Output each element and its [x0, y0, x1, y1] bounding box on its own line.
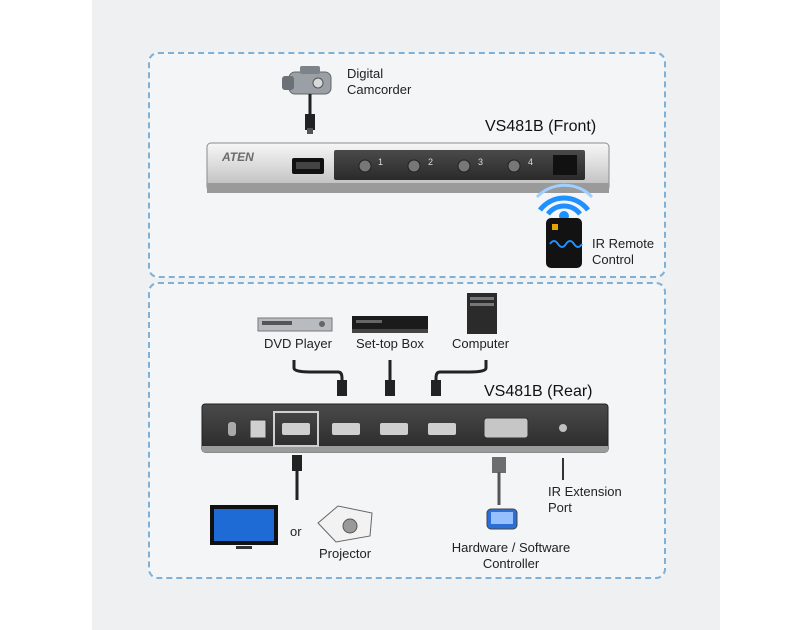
ir-remote-label: IR Remote Control — [592, 236, 655, 267]
rear-input-cables — [292, 360, 488, 382]
port-number-1: 1 — [378, 157, 384, 167]
ir-remote-icon — [546, 218, 583, 268]
port-number-4: 4 — [528, 157, 534, 167]
projector-label: Projector — [319, 546, 372, 561]
serial-cable — [492, 457, 506, 505]
projector-icon — [317, 505, 373, 543]
camcorder-cable — [305, 94, 315, 134]
settop-box-label: Set-top Box — [356, 336, 424, 351]
dvd-player-icon — [257, 317, 333, 332]
camcorder-label: Digital Camcorder — [347, 66, 412, 97]
brand-logo: ATEN — [222, 150, 254, 164]
port-number-2: 2 — [428, 157, 434, 167]
settop-box-icon — [352, 316, 428, 333]
computer-icon — [467, 293, 497, 334]
front-title: VS481B (Front) — [485, 118, 597, 135]
camcorder-icon — [282, 66, 332, 95]
monitor-icon — [210, 505, 278, 549]
ir-extension-label: IR Extension Port — [548, 484, 622, 515]
rear-cable-plugs — [337, 380, 441, 396]
rear-title: VS481B (Rear) — [484, 383, 593, 400]
vs481b-rear-device — [201, 403, 609, 453]
output-cable — [292, 455, 302, 500]
or-label: or — [290, 524, 302, 539]
computer-label: Computer — [452, 336, 510, 351]
controller-icon — [486, 508, 518, 530]
dvd-player-label: DVD Player — [264, 336, 332, 351]
controller-label: Hardware / Software Controller — [451, 540, 571, 571]
port-number-3: 3 — [478, 157, 484, 167]
vs481b-front-device — [206, 142, 610, 193]
